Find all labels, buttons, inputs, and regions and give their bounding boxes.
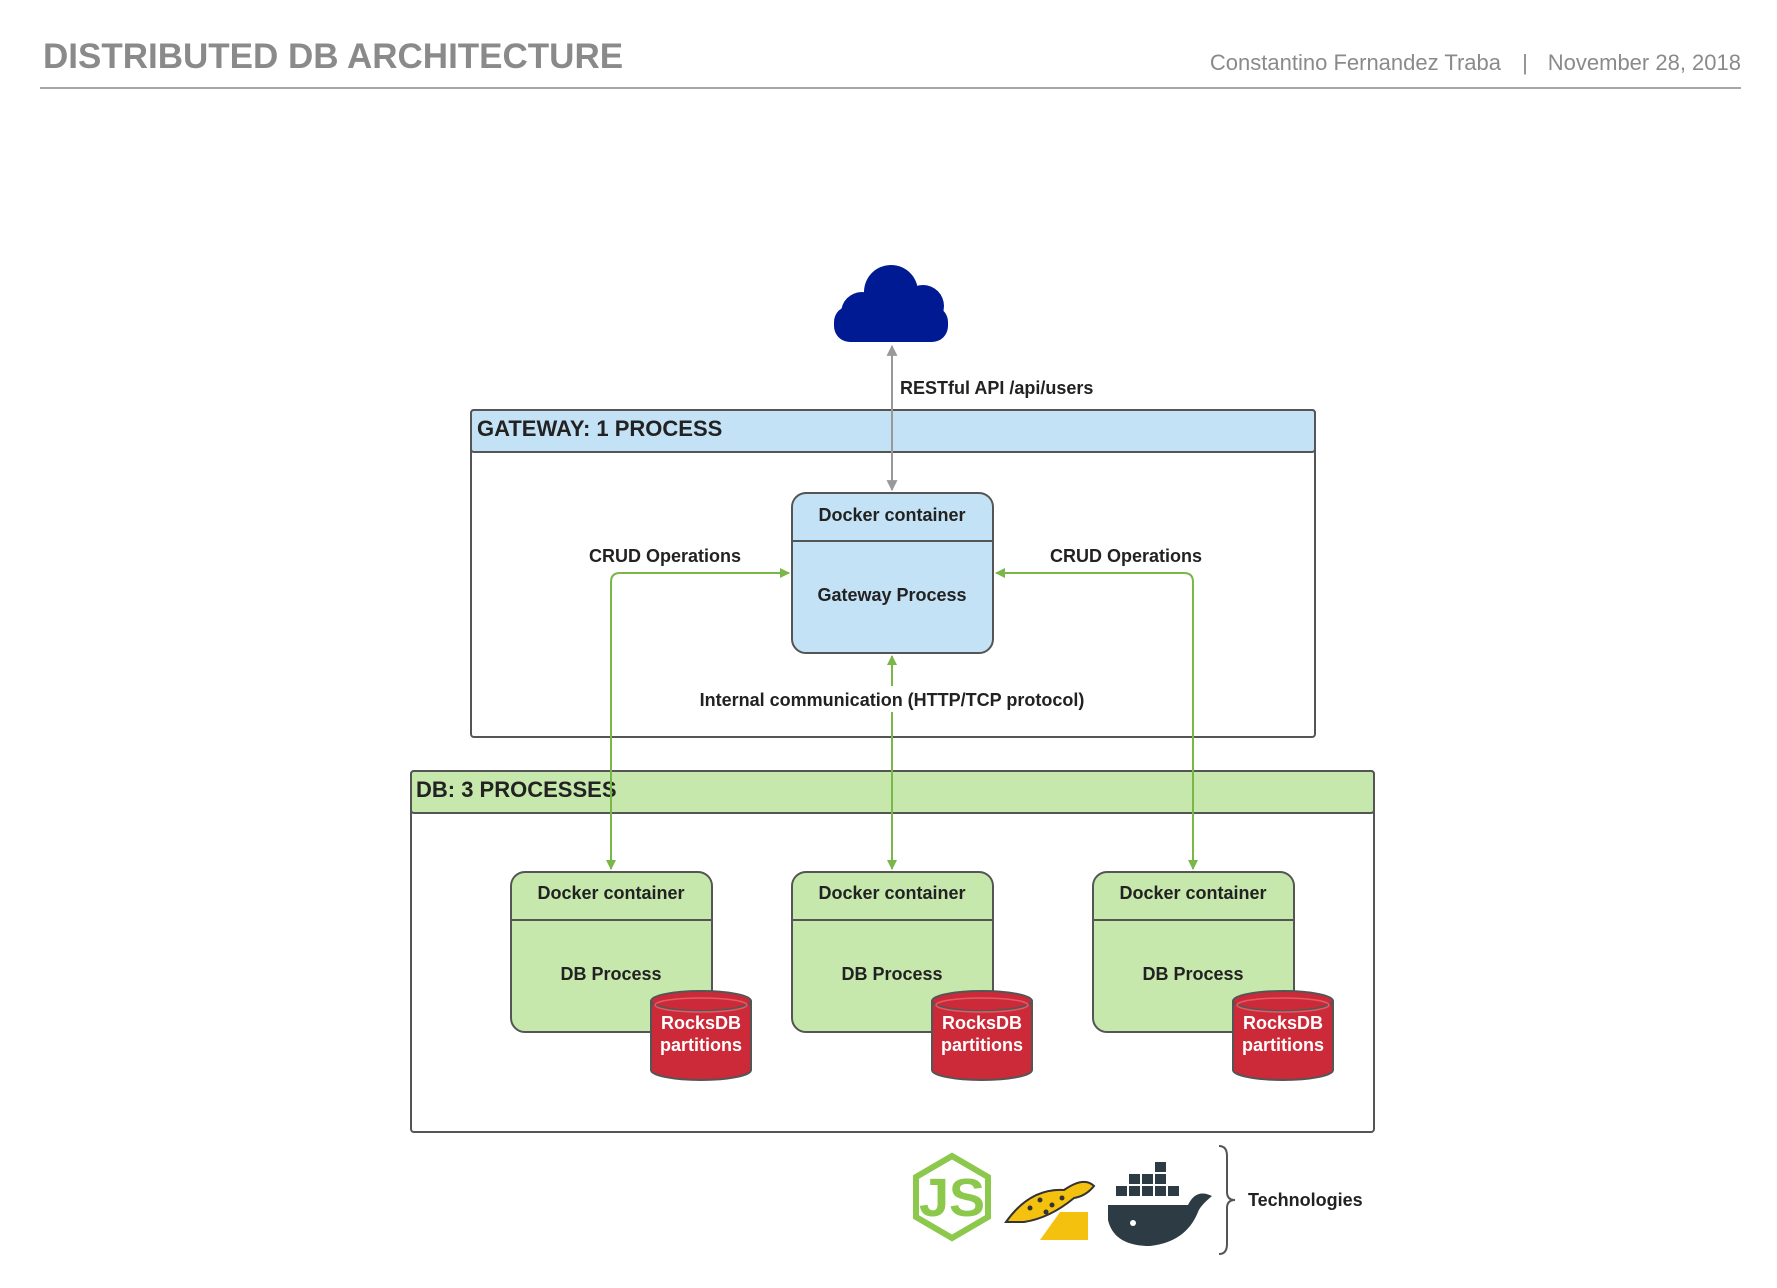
- internal-label: Internal communication (HTTP/TCP protoco…: [700, 690, 1085, 710]
- rocksdb-cylinder: RocksDB partitions: [931, 990, 1033, 1081]
- db-container: Docker container DB Process: [510, 871, 713, 1033]
- rocksdb-cylinder: RocksDB partitions: [650, 990, 752, 1081]
- technologies-label: Technologies: [1248, 1190, 1363, 1210]
- gateway-group-title: GATEWAY: 1 PROCESS: [477, 416, 722, 441]
- svg-text:JS: JS: [919, 1168, 985, 1228]
- db-group-title: DB: 3 PROCESSES: [416, 777, 617, 802]
- rocksdb-label: RocksDB: [1243, 1013, 1323, 1033]
- header-date: November 28, 2018: [1548, 50, 1741, 75]
- db-container: Docker container DB Process: [1092, 871, 1295, 1033]
- rocksdb-cylinder: RocksDB partitions: [1232, 990, 1334, 1081]
- cheetah-icon: [1004, 1180, 1096, 1240]
- technologies-brace: [1218, 1145, 1236, 1255]
- restful-label: RESTful API /api/users: [900, 378, 1093, 398]
- db-container-header: Docker container: [1119, 883, 1266, 903]
- crud-left-label: CRUD Operations: [589, 546, 741, 566]
- cloud-icon: [834, 265, 948, 342]
- crud-left-arrow: [606, 568, 790, 870]
- internal-label-bg: [698, 686, 1086, 712]
- crud-right-arrow: [995, 568, 1198, 870]
- db-container: Docker container DB Process: [791, 871, 994, 1033]
- nodejs-icon: JS: [913, 1152, 991, 1242]
- db-container-header: Docker container: [818, 883, 965, 903]
- db-process-label: DB Process: [1142, 964, 1243, 984]
- db-process-label: DB Process: [560, 964, 661, 984]
- docker-icon: [1108, 1162, 1212, 1246]
- page-title: DISTRIBUTED DB ARCHITECTURE: [43, 37, 623, 76]
- gateway-process-label: Gateway Process: [817, 585, 966, 605]
- rocksdb-label: RocksDB: [661, 1013, 741, 1033]
- header-separator: |: [1522, 50, 1528, 75]
- rocksdb-label: RocksDB: [942, 1013, 1022, 1033]
- partitions-label: partitions: [941, 1035, 1023, 1055]
- db-process-label: DB Process: [841, 964, 942, 984]
- gateway-container-header: Docker container: [818, 505, 965, 525]
- gateway-container: Docker container Gateway Process: [791, 492, 994, 654]
- author-name: Constantino Fernandez Traba: [1210, 50, 1502, 75]
- db-container-header: Docker container: [537, 883, 684, 903]
- partitions-label: partitions: [1242, 1035, 1324, 1055]
- partitions-label: partitions: [660, 1035, 742, 1055]
- crud-right-label: CRUD Operations: [1050, 546, 1202, 566]
